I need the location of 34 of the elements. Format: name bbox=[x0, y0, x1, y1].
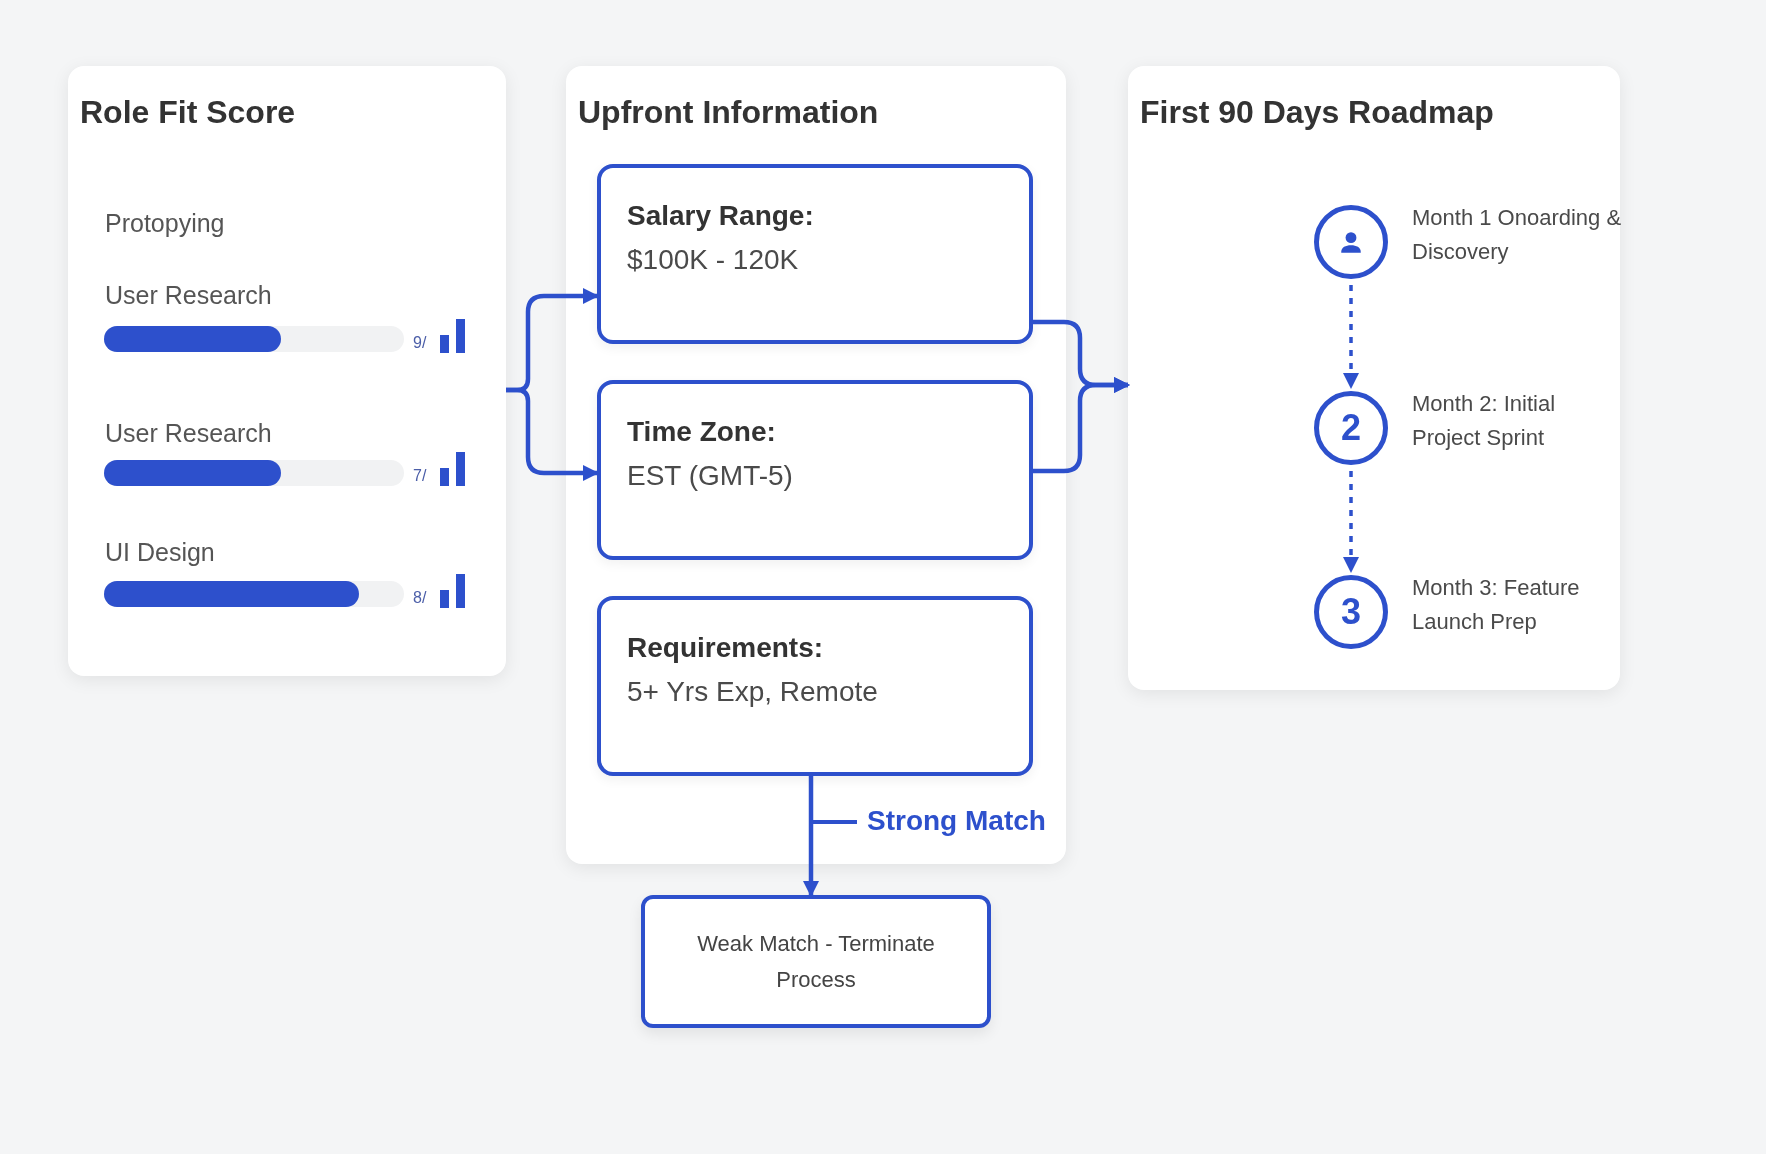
milestone-text: Month 2: Initial Project Sprint bbox=[1412, 390, 1557, 452]
connector-arrow bbox=[1343, 285, 1359, 389]
process-box bbox=[641, 895, 991, 1028]
connector-arrow bbox=[803, 776, 819, 897]
panel-card bbox=[68, 66, 506, 676]
connector-arrow bbox=[1343, 471, 1359, 573]
skill-label: User Research bbox=[105, 418, 272, 449]
step-number: 3 bbox=[1341, 594, 1361, 630]
info-box bbox=[597, 380, 1033, 560]
score-label: 8/ bbox=[413, 588, 427, 608]
box-value: 5+ Yrs Exp, Remote bbox=[627, 675, 879, 709]
info-box bbox=[597, 164, 1033, 344]
box-value: EST (GMT-5) bbox=[627, 459, 794, 493]
skill-label: Protopying bbox=[105, 208, 225, 239]
info-box bbox=[597, 596, 1033, 776]
box-heading: Time Zone: bbox=[627, 415, 777, 449]
box-heading: Salary Range: bbox=[627, 199, 815, 233]
box-value: $100K - 120K bbox=[627, 243, 800, 277]
connector-arrow bbox=[1033, 377, 1130, 474]
score-label: 9/ bbox=[413, 333, 427, 353]
connector-arrow bbox=[506, 387, 599, 481]
panel-title: Role Fit Score bbox=[80, 93, 296, 132]
milestone-text: Month 3: Feature Launch Prep bbox=[1412, 574, 1581, 636]
skill-label: UI Design bbox=[105, 537, 215, 568]
step-number: 2 bbox=[1341, 410, 1361, 446]
milestone-text: Month 1 Onoarding & Discovery bbox=[1412, 204, 1623, 266]
box-heading: Requirements: bbox=[627, 631, 825, 665]
panel-card bbox=[566, 66, 1066, 864]
panel-card bbox=[1128, 66, 1620, 690]
panel-title: First 90 Days Roadmap bbox=[1140, 93, 1494, 132]
panel-title: Upfront Information bbox=[578, 93, 879, 132]
skill-label: User Research bbox=[105, 280, 272, 311]
box-text: Weak Match - Terminate Process bbox=[696, 929, 936, 994]
score-label: 7/ bbox=[413, 466, 427, 486]
